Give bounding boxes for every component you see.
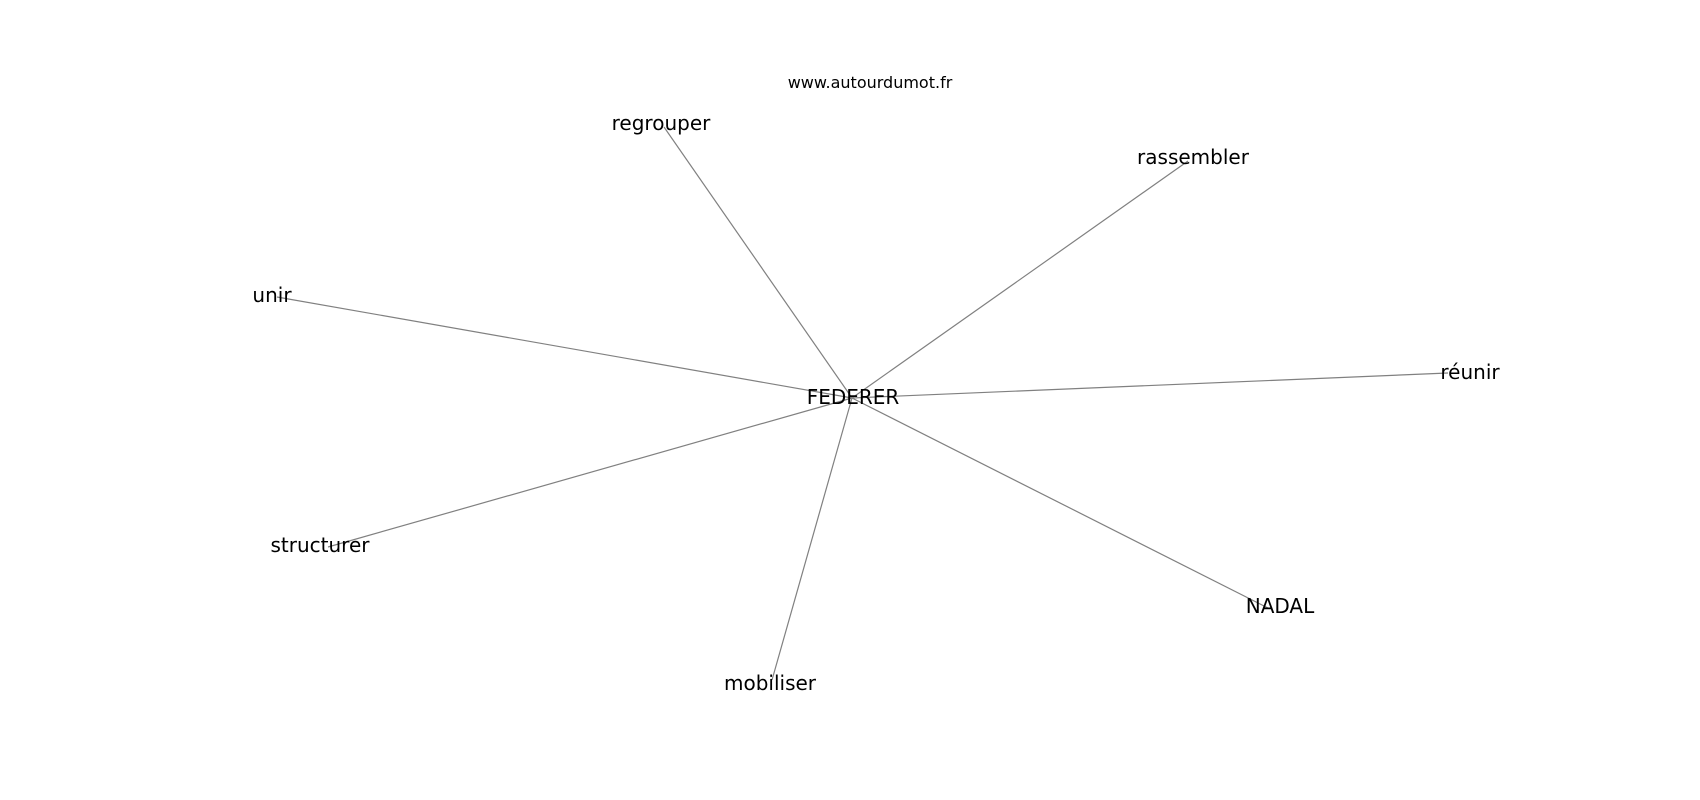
node-reunir: réunir xyxy=(1440,360,1500,384)
node-rassembler: rassembler xyxy=(1137,145,1250,169)
site-url: www.autourdumot.fr xyxy=(788,73,953,92)
edge-mobiliser xyxy=(771,397,853,681)
center-node: FEDERER xyxy=(807,385,900,409)
node-nadal: NADAL xyxy=(1246,594,1315,618)
node-regrouper: regrouper xyxy=(612,111,711,135)
node-structurer: structurer xyxy=(271,533,371,557)
node-mobiliser: mobiliser xyxy=(724,671,817,695)
nodes: FEDERER regrouper rassembler unir réunir… xyxy=(252,111,1500,695)
edge-rassembler xyxy=(851,160,1189,399)
node-unir: unir xyxy=(252,283,292,307)
edge-réunir xyxy=(851,372,1449,399)
edge-regrouper xyxy=(663,126,853,399)
edges xyxy=(276,126,1449,681)
edge-structurer xyxy=(327,397,853,548)
edge-nadal xyxy=(851,397,1269,609)
edge-unir xyxy=(276,296,853,399)
